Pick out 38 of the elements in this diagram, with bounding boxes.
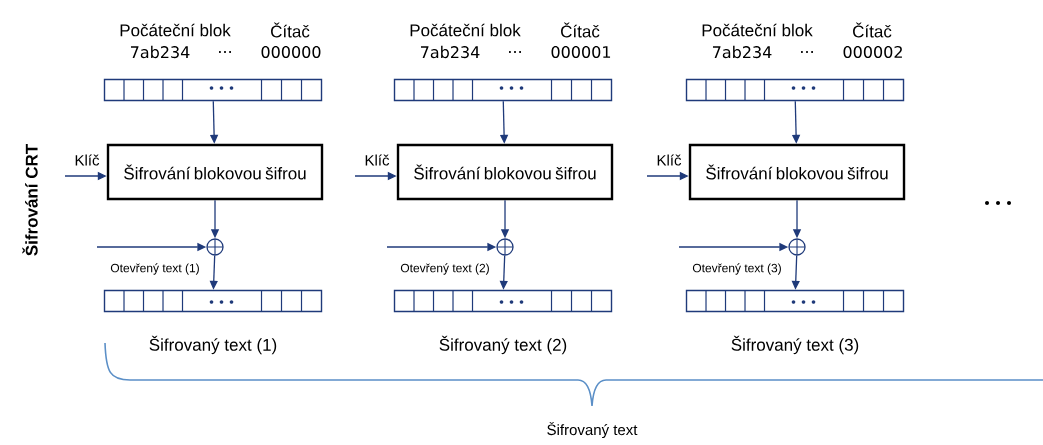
register-heading: Počáteční blok	[120, 23, 231, 37]
edge-label: Otevřený text (3)	[692, 263, 781, 275]
edge-label: Otevřený text (1)	[110, 263, 199, 275]
register-caption: Šifrovaný text (3)	[731, 335, 859, 355]
xor-symbol	[206, 238, 224, 256]
register-value: ...	[801, 51, 813, 53]
edge-label: Klíč	[75, 154, 100, 166]
register-caption: Šifrovaný text (1)	[149, 335, 277, 355]
register-value: ...	[509, 51, 521, 53]
edge-label: Klíč	[365, 154, 390, 166]
register-value: 7ab234	[131, 45, 190, 59]
register-bar	[393, 289, 613, 313]
register-value: 000000	[261, 45, 321, 59]
register-heading: Počáteční blok	[702, 23, 813, 37]
register-heading: Čítač	[561, 22, 600, 38]
register-bar	[393, 78, 613, 102]
register-bar	[103, 78, 323, 102]
process-box: Šifrování blokovou šifrou	[106, 143, 324, 201]
brace-label: Šifrovaný text	[547, 421, 638, 439]
process-box: Šifrování blokovou šifrou	[396, 143, 614, 201]
edge-label: Klíč	[657, 154, 682, 166]
register-heading: Čítač	[853, 22, 892, 38]
register-value: 000002	[843, 45, 902, 59]
register-value: 000001	[551, 45, 611, 59]
register-value: ...	[219, 51, 231, 53]
register-heading: Čítač	[271, 22, 310, 38]
xor-symbol	[788, 238, 806, 256]
register-bar	[685, 78, 905, 102]
register-bar	[103, 289, 323, 313]
register-value: 7ab234	[421, 45, 480, 59]
register-heading: Počáteční blok	[410, 23, 521, 37]
edge-label: Otevřený text (2)	[400, 263, 489, 275]
xor-symbol	[496, 238, 514, 256]
process-box: Šifrování blokovou šifrou	[688, 143, 906, 201]
register-value: 7ab234	[713, 45, 772, 59]
register-caption: Šifrovaný text (2)	[439, 335, 567, 355]
side-title: Šifrování CRT	[22, 144, 38, 256]
register-bar	[685, 289, 905, 313]
